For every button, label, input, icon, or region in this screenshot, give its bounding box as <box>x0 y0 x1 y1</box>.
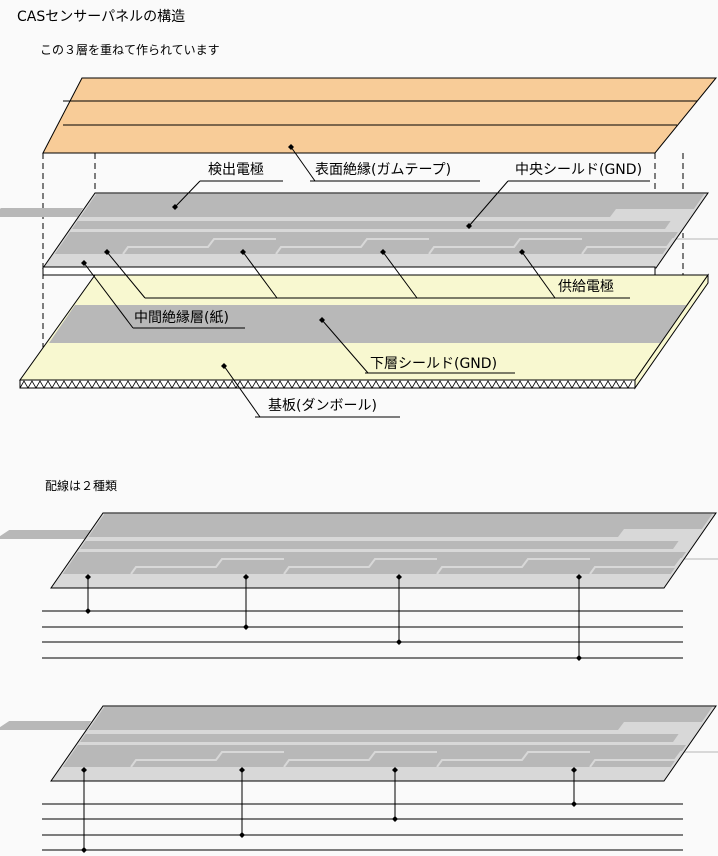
leader-line <box>521 251 556 299</box>
leader-line <box>83 262 134 329</box>
leader-line <box>242 251 278 299</box>
leader-line <box>382 251 418 299</box>
wiring-type-2-electrode-outline <box>283 751 437 768</box>
wiring-type-2-bus-dot <box>571 801 577 807</box>
wiring-type-2-electrode-outline <box>436 751 590 768</box>
wiring-type-1-bus-dot <box>396 639 402 645</box>
center-panel-electrode-zone <box>54 232 678 254</box>
center-panel-center-shield-strip <box>72 221 671 229</box>
page-title: CASセンサーパネルの構造 <box>17 9 186 25</box>
wiring-type-2-outline <box>50 705 717 782</box>
lower-shield-band <box>49 305 688 343</box>
subtitle: この３層を重ねて作られています <box>40 43 220 57</box>
wiring-type-2-center-shield-strip <box>80 734 679 742</box>
center-panel-shield-corner <box>610 209 696 217</box>
leader-line <box>468 180 509 227</box>
leader-line <box>174 180 201 208</box>
center-panel-electrode-outline <box>275 238 429 255</box>
wiring-type-2-electrode-outline <box>130 751 284 768</box>
wiring-type-1-outline <box>50 512 717 589</box>
center-panel-outline <box>42 192 709 269</box>
wiring-type-2-electrode-outline <box>589 751 718 768</box>
wiring-type-1-electrode-outline <box>589 558 718 575</box>
label-lower-shield: 下層シールド(GND) <box>370 356 498 372</box>
label-middle-insulation: 中間絶縁層(紙) <box>134 310 229 326</box>
wiring-type-1-bus-dot <box>85 608 91 614</box>
surface-tape-layer <box>42 77 718 154</box>
leader-line <box>290 146 316 182</box>
label-supply-electrode: 供給電極 <box>558 279 614 295</box>
center-panel-center-shield-band <box>80 194 705 217</box>
wiring-type-1-electrode-outline <box>436 558 590 575</box>
wiring-type-1-bus-dot <box>243 624 249 630</box>
wiring-type-2-bus-dot <box>392 816 398 822</box>
wiring-type-1-center-shield-strip <box>80 541 679 549</box>
label-center-shield: 中央シールド(GND) <box>515 162 643 178</box>
wiring-type-1-lead-tab <box>0 530 92 539</box>
wiring-type-1-electrode-outline <box>283 558 437 575</box>
wiring-title: 配線は２種類 <box>45 479 118 493</box>
wiring-type-2-bus-dot <box>81 847 87 853</box>
leader-line <box>321 319 369 374</box>
cardboard-corrugation <box>19 380 633 389</box>
center-panel-electrode-outline <box>581 238 718 255</box>
leader-line <box>223 365 261 418</box>
wiring-type-1-shield-corner <box>618 529 704 537</box>
label-surface-insulation: 表面絶縁(ガムテープ) <box>315 162 452 178</box>
wiring-type-2-center-shield-band <box>88 707 713 730</box>
label-substrate: 基板(ダンボール) <box>268 398 377 414</box>
wiring-type-2-bus-dot <box>239 832 245 838</box>
label-detect-electrode: 検出電極 <box>208 162 264 178</box>
center-panel-electrode-outline <box>428 238 582 255</box>
wiring-type-2-shield-corner <box>618 722 704 730</box>
center-panel-electrode-outline <box>122 238 276 255</box>
leader-line <box>106 251 146 299</box>
wiring-type-1-bus-dot <box>576 655 582 661</box>
center-panel-lead-tab <box>0 208 84 217</box>
cardboard-edge <box>19 379 636 389</box>
wiring-type-2-electrode-zone <box>62 745 686 767</box>
wiring-type-1-electrode-zone <box>62 552 686 574</box>
wiring-type-1-center-shield-band <box>88 514 713 537</box>
wiring-type-1-electrode-outline <box>130 558 284 575</box>
center-panel-edge <box>42 266 656 276</box>
wiring-type-2-lead-tab <box>0 721 92 730</box>
